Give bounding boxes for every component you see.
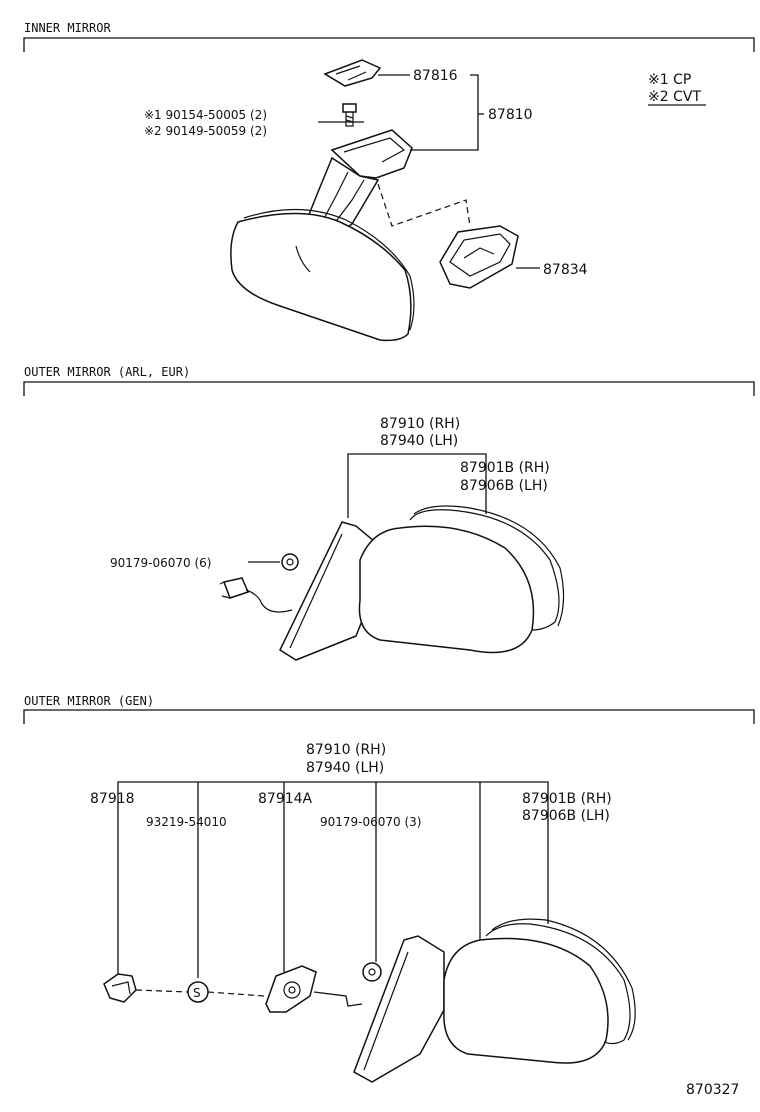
- s-mark: S: [193, 986, 201, 1000]
- label-bolt-cp: ※1 90154-50005 (2): [144, 108, 267, 122]
- part-87914a: [265, 965, 317, 1013]
- nut-gen: [362, 962, 382, 982]
- part-87918: [103, 973, 137, 1003]
- label-87918: 87918: [90, 791, 135, 807]
- legend-cp: ※1 CP: [648, 72, 691, 88]
- section-title-outer-gen: OUTER MIRROR (GEN): [24, 694, 154, 708]
- connector-arl: [219, 577, 293, 613]
- label-87816: 87816: [413, 68, 458, 84]
- section-title-inner: INNER MIRROR: [24, 21, 111, 35]
- label-87914a: 87914A: [258, 791, 313, 807]
- screw-bolt: [342, 103, 357, 127]
- label-gen-glass-lh: 87906B (LH): [522, 808, 610, 824]
- label-gen-glass-rh: 87901B (RH): [522, 791, 612, 807]
- label-arl-assy-lh: 87940 (LH): [380, 433, 458, 449]
- section-frame-outer-arl: OUTER MIRROR (ARL, EUR): [23, 365, 755, 396]
- legend-cvt: ※2 CVT: [648, 89, 701, 105]
- label-arl-assy-rh: 87910 (RH): [380, 416, 460, 432]
- drawing-number: 870327: [686, 1082, 739, 1098]
- inner-mirror-drawing: [230, 59, 540, 342]
- label-93219: 93219-54010: [146, 815, 227, 829]
- section-title-outer-arl: OUTER MIRROR (ARL, EUR): [24, 365, 190, 379]
- outer-mirror-gen-drawing: S: [103, 781, 636, 1083]
- inner-mirror-body: [230, 208, 415, 342]
- section-frame-inner: INNER MIRROR: [23, 21, 755, 52]
- label-arl-nut: 90179-06070 (6): [110, 556, 212, 570]
- label-87810: 87810: [488, 107, 533, 123]
- cover-87834: [439, 225, 519, 289]
- label-bolt-cvt: ※2 90149-50059 (2): [144, 124, 267, 138]
- clip-87816: [323, 59, 382, 87]
- nut-arl: [281, 553, 299, 571]
- label-gen-assy-lh: 87940 (LH): [306, 760, 384, 776]
- label-gen-assy-rh: 87910 (RH): [306, 742, 386, 758]
- label-arl-glass-lh: 87906B (LH): [460, 478, 548, 494]
- label-arl-glass-rh: 87901B (RH): [460, 460, 550, 476]
- outer-mirror-arl-drawing: [219, 453, 565, 661]
- screw-93219: S: [187, 981, 209, 1003]
- label-gen-nut: 90179-06070 (3): [320, 815, 422, 829]
- label-87834: 87834: [543, 262, 588, 278]
- section-frame-outer-gen: OUTER MIRROR (GEN): [23, 694, 755, 724]
